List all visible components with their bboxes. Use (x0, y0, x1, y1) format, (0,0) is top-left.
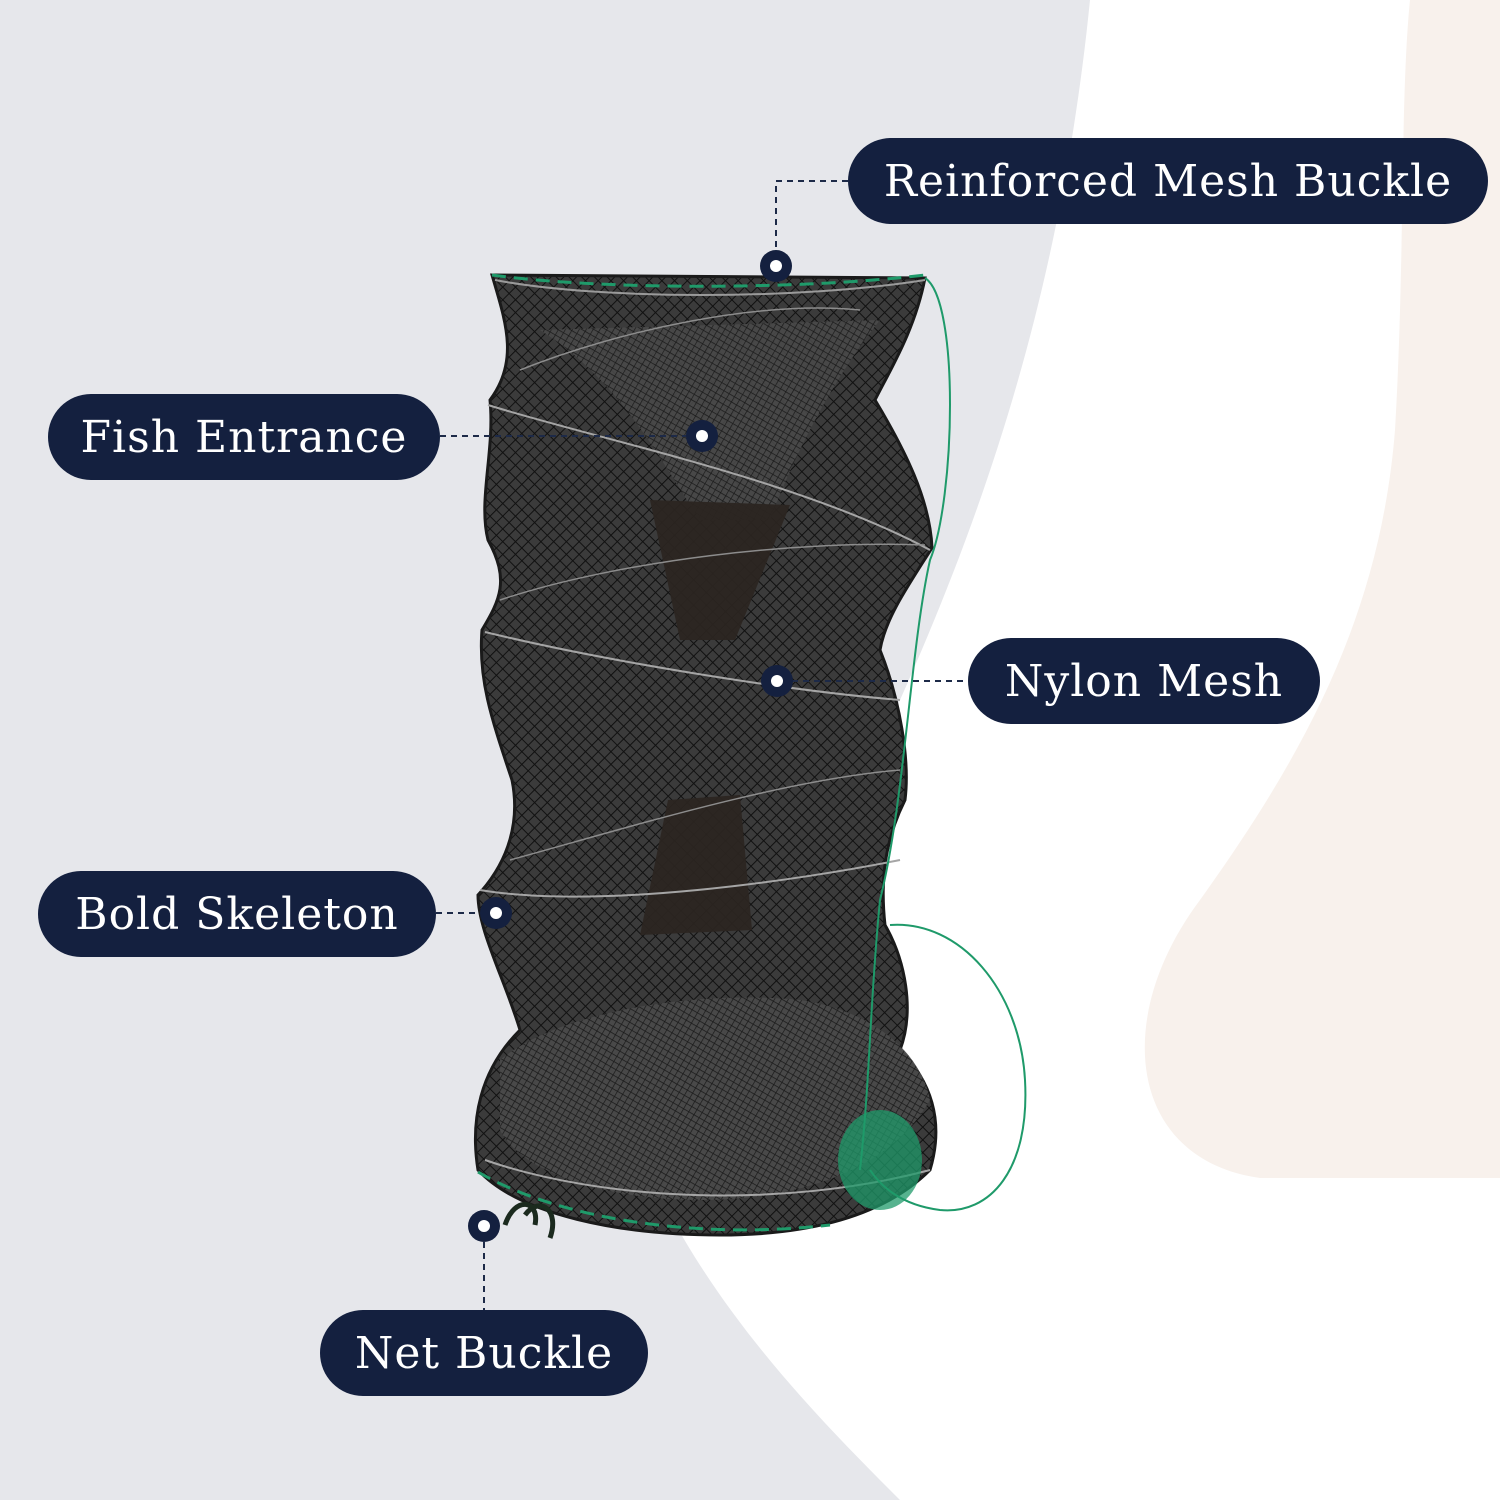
callout-leader-lines (436, 180, 968, 1310)
callout-net-buckle: Net Buckle (320, 1310, 648, 1396)
callout-bold-skeleton: Bold Skeleton (38, 871, 436, 957)
anchor-dot-bold-skeleton (480, 897, 512, 929)
callout-nylon-mesh: Nylon Mesh (968, 638, 1320, 724)
callout-reinforced-mesh-buckle: Reinforced Mesh Buckle (848, 138, 1488, 224)
callout-fish-entrance: Fish Entrance (48, 394, 440, 480)
background-peach-region (1144, 0, 1500, 1178)
anchor-dot-net-buckle (468, 1210, 500, 1242)
anchor-dot-fish-entrance (686, 420, 718, 452)
fish-trap-net-icon (473, 273, 1027, 1239)
callout-anchor-dots (468, 250, 793, 1242)
leader-reinforced-mesh-buckle (775, 180, 848, 258)
anchor-dot-reinforced-mesh-buckle (760, 250, 792, 282)
anchor-dot-nylon-mesh (761, 665, 793, 697)
